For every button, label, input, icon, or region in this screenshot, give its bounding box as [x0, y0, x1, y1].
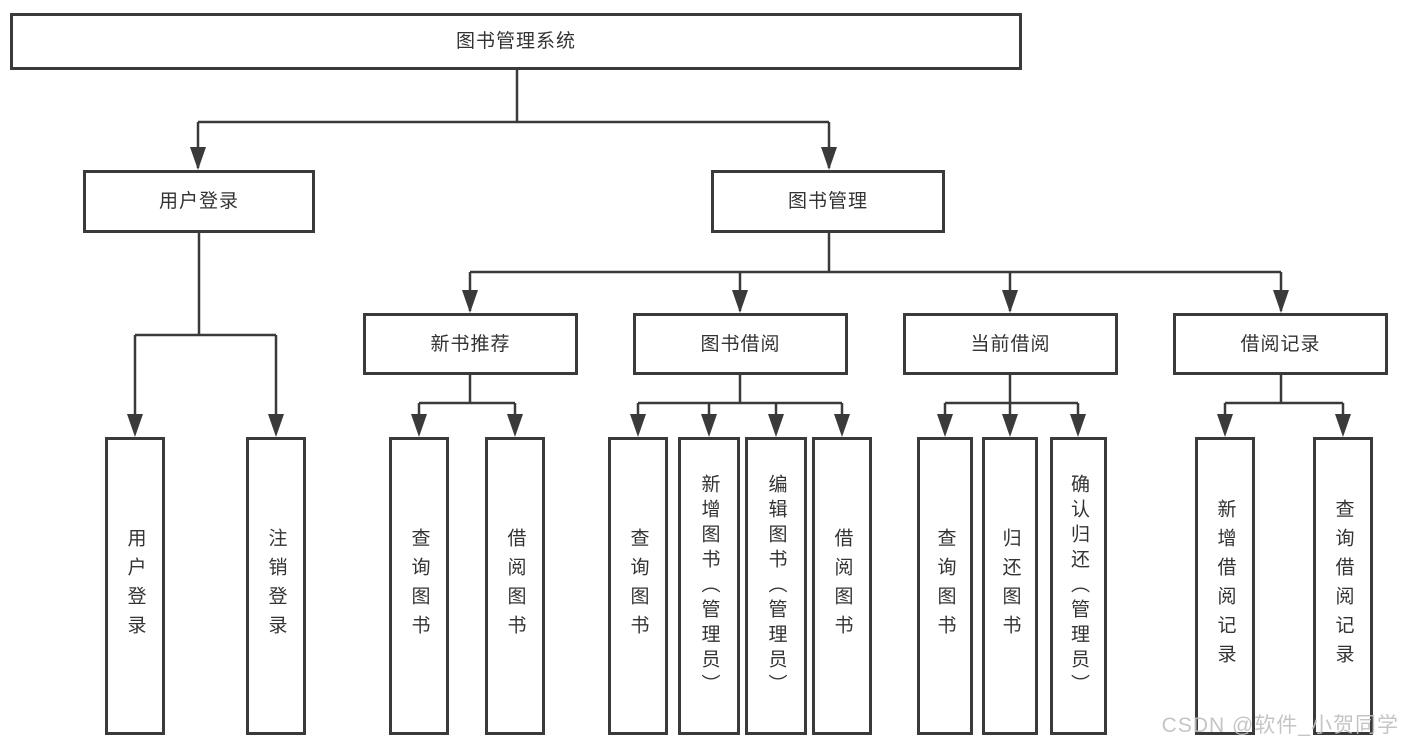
- leaf-add-borrow-record: 新增借阅记录: [1195, 437, 1255, 735]
- node-borrowing-records: 借阅记录: [1173, 313, 1388, 375]
- leaf-query-borrow-record: 查询借阅记录: [1313, 437, 1373, 735]
- leaf-query-books-1: 查询图书: [389, 437, 449, 735]
- leaf-borrow-books-1: 借阅图书: [485, 437, 545, 735]
- connector-root-to-level2: [196, 70, 831, 168]
- connector-current-to-leaves: [943, 375, 1080, 433]
- node-new-book-recommendation: 新书推荐: [363, 313, 578, 375]
- leaf-query-books-3: 查询图书: [917, 437, 973, 735]
- leaf-query-books-2: 查询图书: [608, 437, 668, 735]
- node-library-management-system: 图书管理系统: [10, 13, 1022, 70]
- connector-bookmgmt-to-level3: [468, 233, 1283, 311]
- leaf-add-books-admin: 新增图书（管理员）: [678, 437, 740, 735]
- leaf-edit-books-admin: 编辑图书（管理员）: [745, 437, 807, 735]
- leaf-user-login: 用户登录: [105, 437, 165, 735]
- node-user-login-group: 用户登录: [83, 170, 315, 233]
- leaf-return-books: 归还图书: [982, 437, 1038, 735]
- connector-borrow-to-leaves: [636, 375, 844, 433]
- node-book-management: 图书管理: [711, 170, 945, 233]
- leaf-borrow-books-2: 借阅图书: [812, 437, 872, 735]
- leaf-logout: 注销登录: [246, 437, 306, 735]
- node-current-borrowing: 当前借阅: [903, 313, 1118, 375]
- connector-records-to-leaves: [1223, 375, 1345, 433]
- connector-userlogin-to-leaves: [133, 233, 278, 433]
- leaf-confirm-return-admin: 确认归还（管理员）: [1050, 437, 1107, 735]
- node-book-borrowing: 图书借阅: [633, 313, 848, 375]
- connector-newbook-to-leaves: [417, 375, 517, 433]
